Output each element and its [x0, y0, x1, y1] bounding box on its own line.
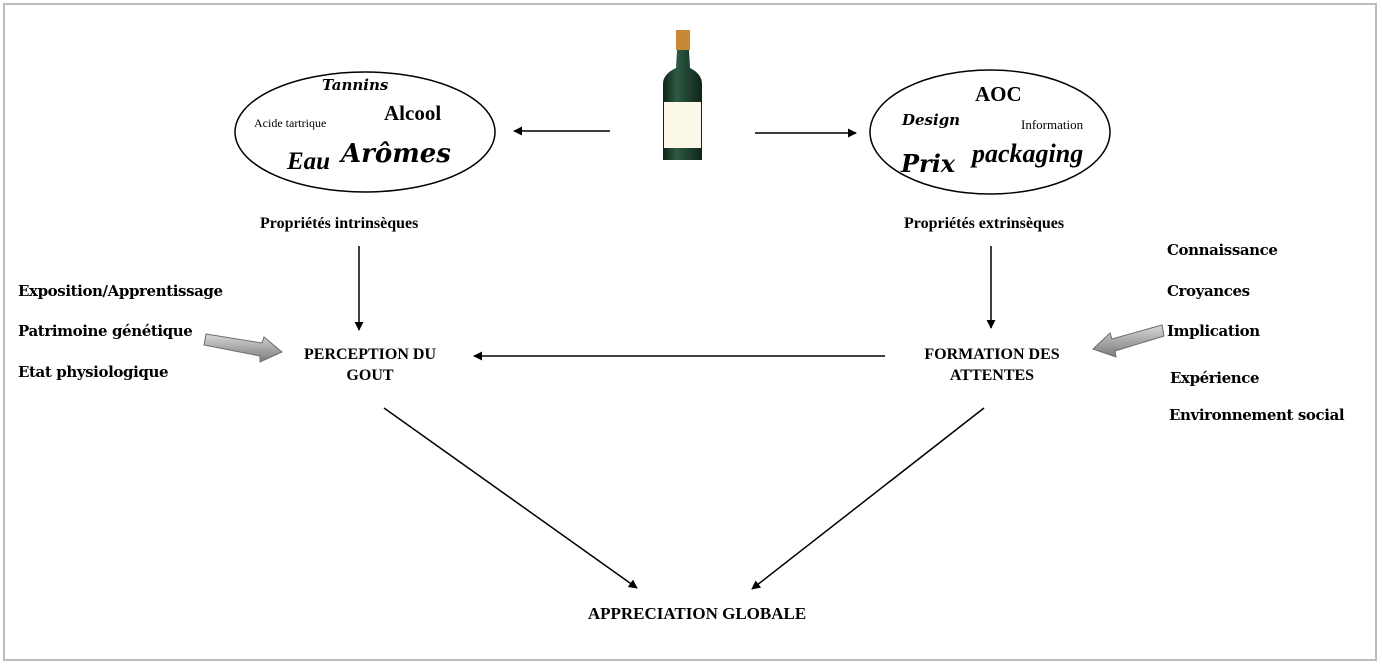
- word-prix: Prix: [901, 149, 956, 178]
- right-factor-experience: Expérience: [1170, 369, 1260, 387]
- word-acide-tartrique: Acide tartrique: [254, 116, 327, 130]
- left-factor-exposition: Exposition/Apprentissage: [18, 282, 223, 300]
- intrinsic-ellipse: [234, 71, 496, 193]
- label-extrinsic-properties: Propriétés extrinsèques: [904, 215, 1065, 232]
- diagram-frame: [3, 3, 1377, 661]
- word-aromes: Arômes: [341, 139, 451, 169]
- left-factor-etat: Etat physiologique: [18, 363, 169, 381]
- label-intrinsic-properties: Propriétés intrinsèques: [260, 215, 419, 232]
- right-factor-implication: Implication: [1167, 322, 1260, 340]
- arrow-attentes-to-appreciation: [751, 407, 985, 590]
- node-attentes-line2: ATTENTES: [949, 367, 1035, 384]
- word-information: Information: [1021, 117, 1084, 132]
- node-perception-line1: PERCEPTION DU: [303, 346, 437, 363]
- arrow-perception-to-appreciation: [383, 407, 638, 589]
- node-appreciation: APPRECIATION GLOBALE: [587, 604, 807, 623]
- wine-bottle-icon: [663, 30, 702, 160]
- word-aoc: AOC: [975, 82, 1022, 106]
- word-tannins: Tannins: [322, 76, 389, 94]
- node-perception: PERCEPTION DU GOUT: [304, 344, 436, 386]
- node-perception-line2: GOUT: [346, 367, 394, 384]
- node-attentes: FORMATION DES ATTENTES: [924, 344, 1059, 386]
- extrinsic-ellipse: [869, 69, 1111, 195]
- word-alcool: Alcool: [384, 101, 442, 125]
- block-arrow-left-factors: [203, 333, 283, 363]
- right-factor-connaissance: Connaissance: [1167, 241, 1278, 259]
- right-factor-environnement: Environnement social: [1169, 406, 1345, 424]
- word-design: Design: [902, 111, 961, 129]
- word-packaging: packaging: [972, 139, 1084, 168]
- left-factor-patrimoine: Patrimoine génétique: [18, 322, 193, 340]
- node-attentes-line1: FORMATION DES: [924, 346, 1060, 363]
- right-factor-croyances: Croyances: [1167, 282, 1250, 300]
- block-arrow-right-factors: [1092, 324, 1165, 358]
- word-eau: Eau: [287, 148, 331, 175]
